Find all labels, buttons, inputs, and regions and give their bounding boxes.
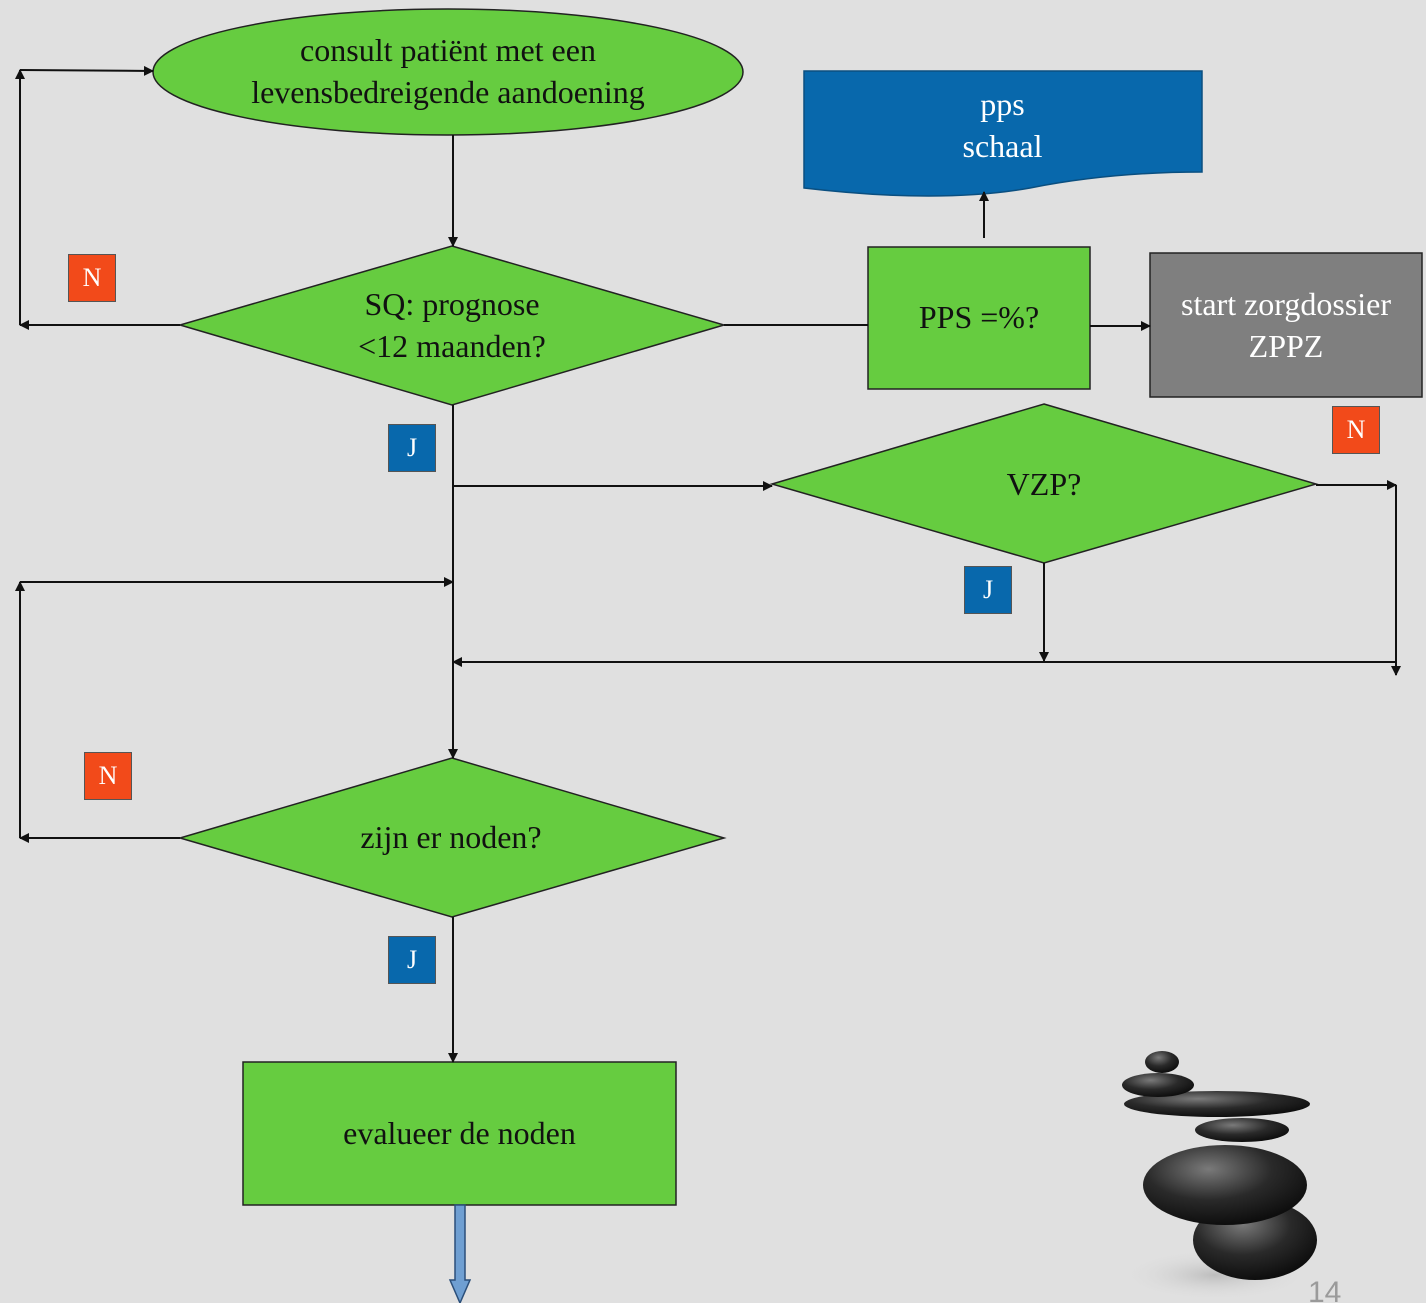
pps-scale-line-2: schaal bbox=[962, 128, 1043, 164]
sq-label: SQ: prognose <12 maanden? bbox=[282, 278, 622, 374]
pps-question-label: PPS =%? bbox=[918, 299, 1040, 336]
vzp-label: VZP? bbox=[1006, 466, 1082, 503]
noden-label: zijn er noden? bbox=[360, 819, 542, 856]
vzp-no-badge: N bbox=[1332, 406, 1380, 454]
pps-scale-line-1: pps bbox=[980, 86, 1025, 123]
sq-line-1: SQ: prognose bbox=[364, 286, 540, 323]
slide-number: 14 bbox=[1308, 1276, 1342, 1303]
pps-scale-document bbox=[803, 70, 1203, 197]
edge-loop-to-start bbox=[19, 65, 154, 76]
zorgdossier-line-1: start zorgdossier bbox=[1180, 286, 1392, 323]
start-line-1: consult patiënt met een bbox=[300, 32, 596, 69]
exit-arrow bbox=[448, 1204, 472, 1303]
pps-scale-label: pps schaal bbox=[860, 80, 1145, 172]
vzp-yes-badge: J bbox=[964, 566, 1012, 614]
pps-question-box bbox=[867, 246, 1091, 390]
zorgdossier-line-2: ZPPZ bbox=[1248, 328, 1324, 364]
sq-line-2: <12 maanden? bbox=[358, 328, 546, 364]
stacked-stones-image bbox=[1120, 1051, 1317, 1301]
noden-yes-badge: J bbox=[388, 936, 436, 984]
evalueer-label: evalueer de noden bbox=[343, 1114, 576, 1151]
start-label: consult patiënt met een levensbedreigende… bbox=[153, 20, 743, 124]
sq-no-badge: N bbox=[68, 254, 116, 302]
sq-yes-badge: J bbox=[388, 424, 436, 472]
start-line-2: levensbedreigende aandoening bbox=[251, 74, 645, 110]
noden-no-badge: N bbox=[84, 752, 132, 800]
zorgdossier-box bbox=[1149, 252, 1423, 398]
